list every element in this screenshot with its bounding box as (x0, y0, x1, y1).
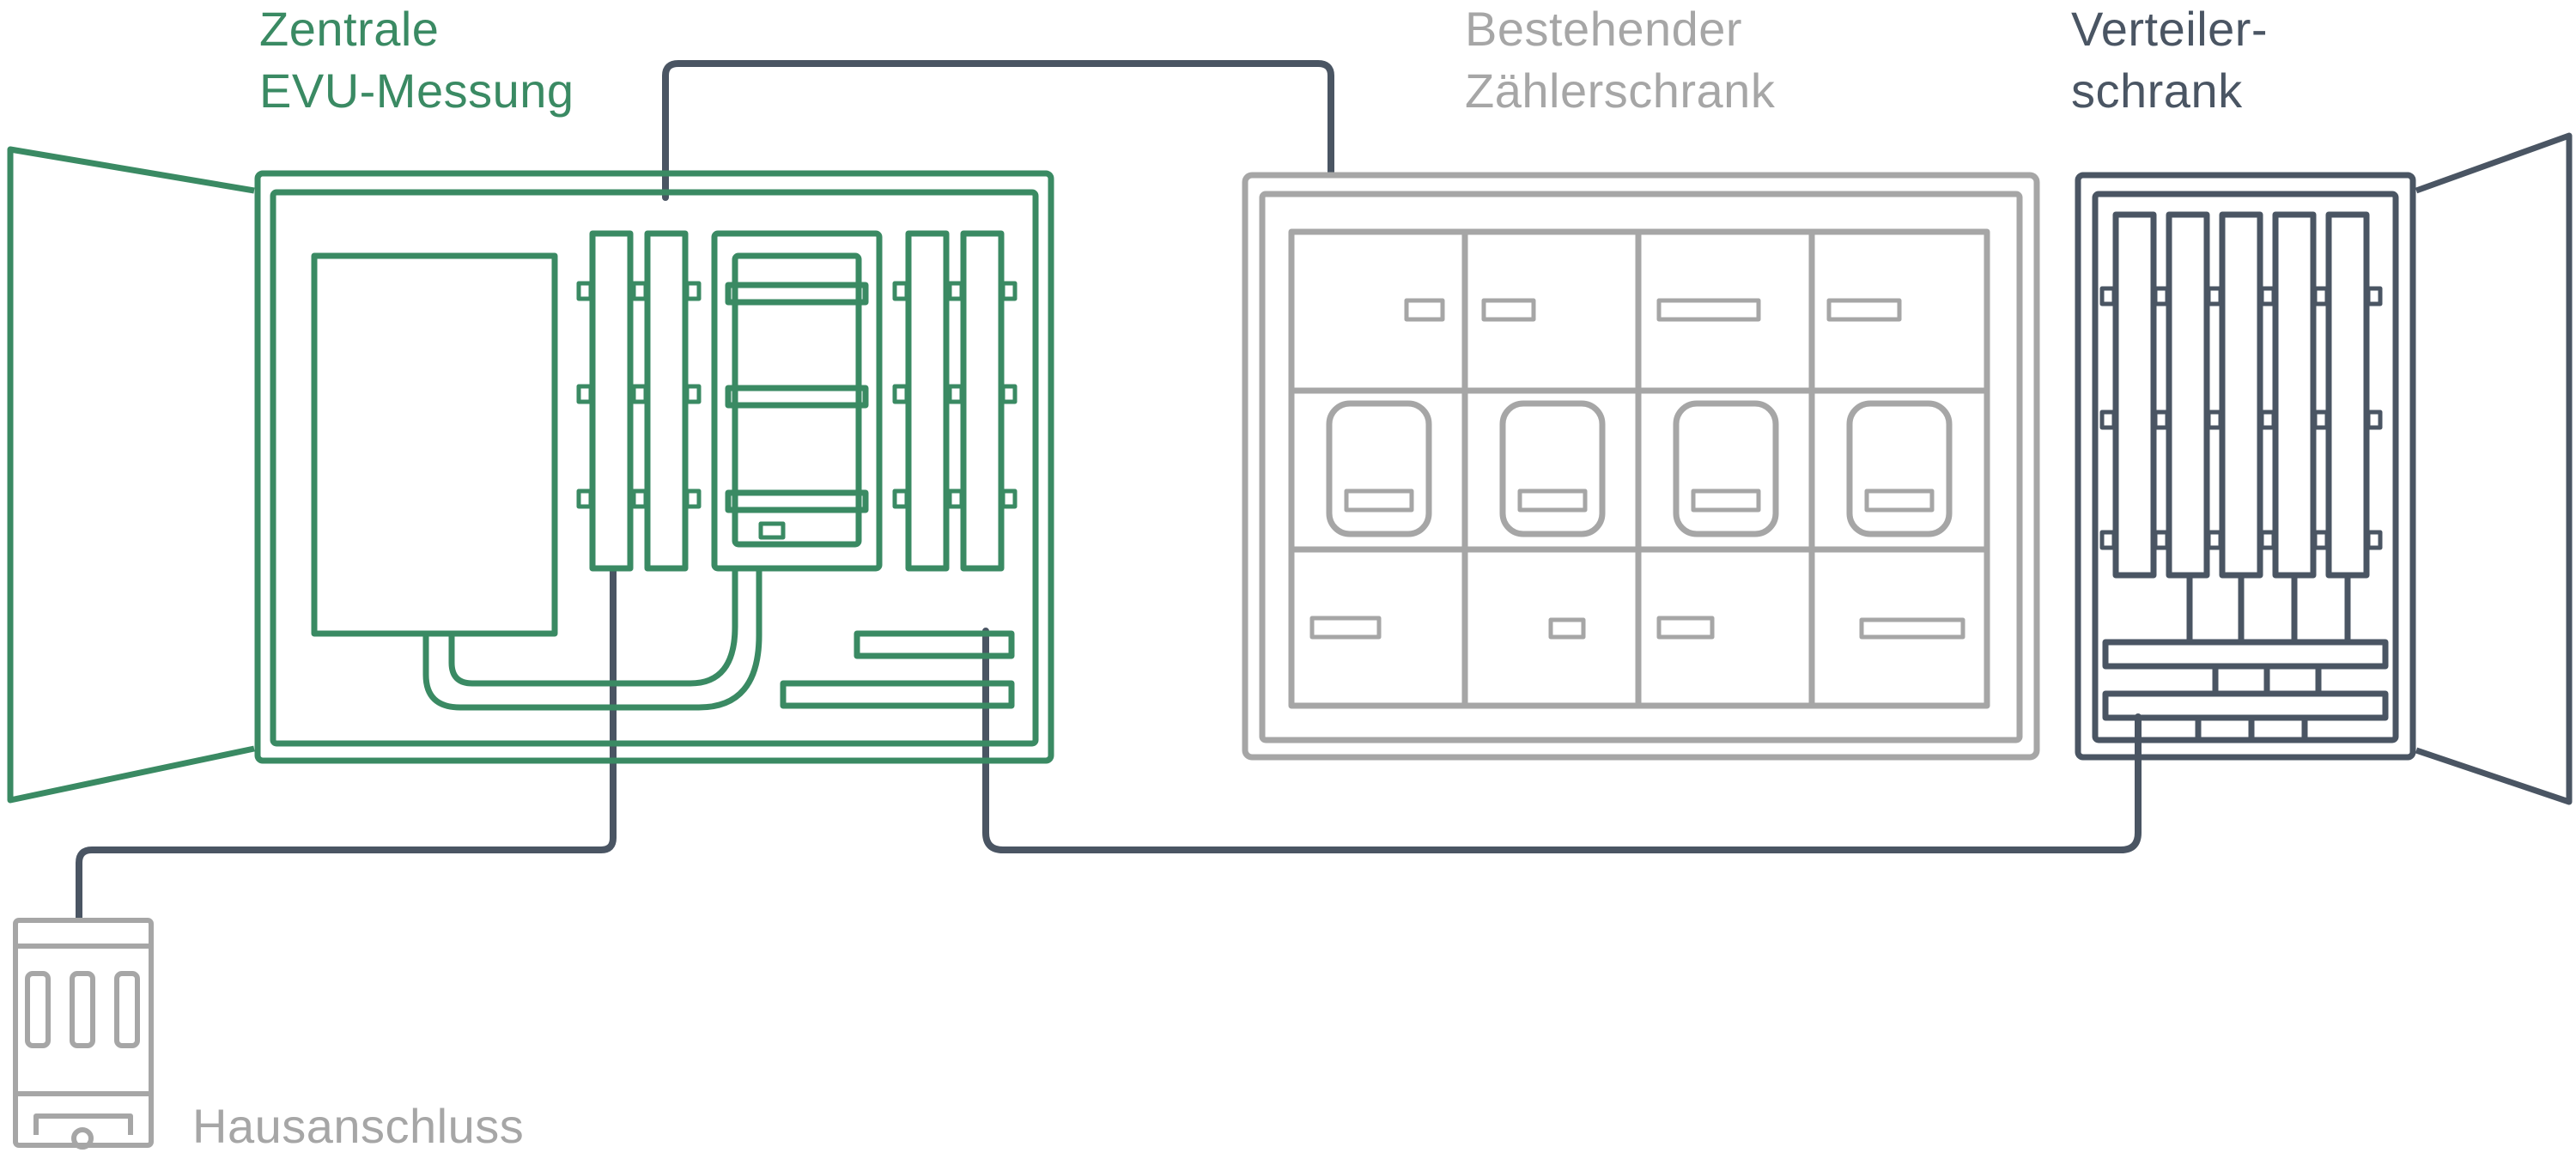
evu-meter-bar-3 (725, 489, 869, 513)
verteiler-rails (2112, 211, 2370, 579)
label-bestehender-zaehlerschrank: Bestehender Zählerschrank (1465, 2, 1776, 118)
evu-terminal-bar-1 (854, 630, 1015, 659)
evu-meter-small (758, 521, 786, 540)
zaehler-meter-labels (1344, 488, 1935, 513)
label-hausanschluss: Hausanschluss (192, 1099, 525, 1153)
verteiler-cabinet-inner (2092, 191, 2399, 743)
evu-meter-bar-2 (725, 385, 869, 409)
verteiler-brick-blocks (2102, 573, 2389, 740)
verteiler-cabinet-outer (2075, 172, 2416, 761)
evu-cabinet-inner (270, 189, 1039, 747)
label-verteilerschrank: Verteiler- schrank (2071, 2, 2269, 118)
zaehler-top-labels (1404, 298, 1902, 322)
zaehler-grid-lines (1291, 232, 1987, 706)
zaehler-meter-windows (1326, 400, 1953, 537)
evu-rail-4 (960, 230, 1005, 572)
evu-door (7, 146, 255, 804)
evu-meter-bar-1 (725, 282, 869, 306)
evu-terminal-bar-2 (780, 680, 1015, 709)
label-zentrale-evu-messung: Zentrale EVU-Messung (259, 2, 574, 118)
evu-large-panel (311, 252, 558, 637)
evu-meter-inner (732, 252, 862, 548)
evu-rail-clips (576, 281, 1018, 509)
haus-base (33, 1113, 133, 1135)
haus-fuses (25, 971, 140, 1048)
zaehler-bottom-labels (1309, 616, 1965, 640)
zaehler-cabinet-outer (1242, 172, 2040, 761)
cable-top-evu-to-zaehler (662, 60, 1334, 201)
evu-meter-outer (711, 230, 883, 572)
zaehler-cabinet-inner (1259, 191, 2023, 743)
evu-cabinet-outer (254, 170, 1054, 764)
evu-rail-1 (589, 230, 634, 572)
haus-connector (71, 1127, 94, 1150)
evu-conduit-outer (422, 570, 762, 711)
evu-rail-3 (905, 230, 950, 572)
cable-haus-to-evu (76, 567, 617, 922)
cable-evu-to-verteiler (982, 628, 2142, 853)
verteiler-rail-clips (2099, 286, 2383, 550)
haus-box (13, 918, 154, 1148)
verteiler-door (2415, 132, 2573, 805)
evu-conduit-inner (448, 570, 738, 687)
evu-rail-2 (644, 230, 689, 572)
